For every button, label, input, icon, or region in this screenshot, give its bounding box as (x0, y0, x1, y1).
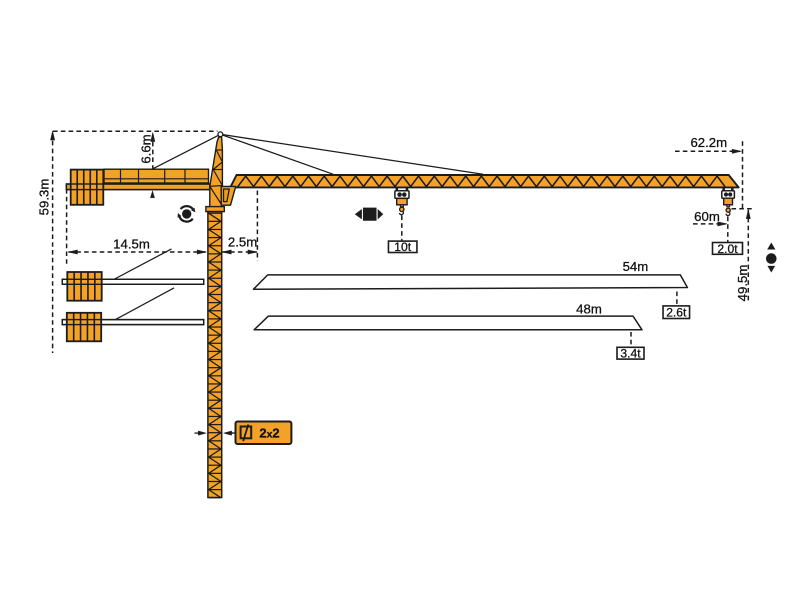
svg-text:59.3m: 59.3m (37, 179, 52, 216)
svg-text:6.6m: 6.6m (139, 134, 154, 163)
svg-text:60m: 60m (694, 209, 720, 224)
svg-text:3.4t: 3.4t (620, 347, 641, 361)
svg-text:2.6t: 2.6t (666, 306, 687, 320)
svg-text:54m: 54m (623, 259, 649, 274)
svg-text:2.5m: 2.5m (228, 234, 257, 249)
svg-text:2x2: 2x2 (259, 426, 279, 441)
svg-text:2.0t: 2.0t (717, 242, 738, 256)
svg-text:48m: 48m (576, 301, 602, 316)
svg-text:10t: 10t (394, 240, 411, 254)
svg-text:14.5m: 14.5m (113, 236, 150, 251)
svg-text:62.2m: 62.2m (690, 135, 727, 150)
svg-text:49.5m: 49.5m (735, 265, 750, 302)
